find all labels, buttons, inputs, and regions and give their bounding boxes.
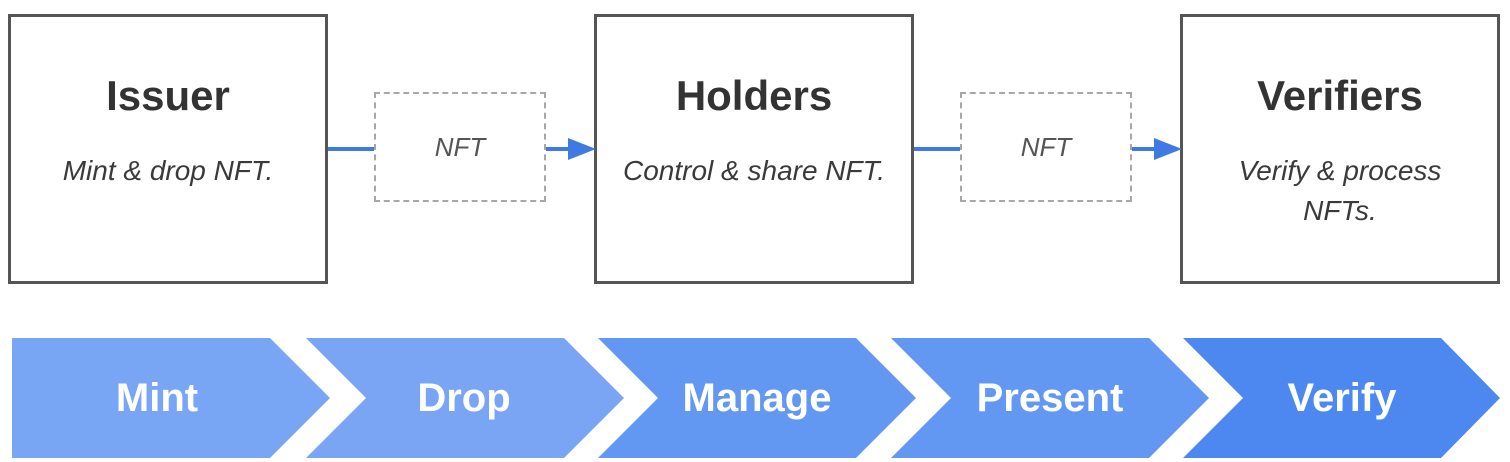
- nft-token-box-1: NFT: [374, 92, 546, 202]
- holders-description: Control & share NFT.: [623, 155, 885, 186]
- connector-line-holders-right: [1132, 147, 1156, 151]
- stage-strip: Mint Drop Manage Present Verify: [0, 336, 1510, 460]
- stage-chevron-present: [891, 338, 1209, 458]
- issuer-title: Issuer: [106, 72, 230, 119]
- stage-chevron-verify: [1183, 338, 1500, 458]
- holders-title: Holders: [675, 72, 833, 119]
- issuer-box: Issuer Mint & drop NFT.: [8, 14, 328, 284]
- connector-line-issuer-left: [328, 147, 376, 151]
- stage-chevron-mint: [12, 338, 330, 458]
- issuer-description: Mint & drop NFT.: [62, 155, 274, 186]
- verifiers-title: Verifiers: [1257, 72, 1423, 119]
- arrow-to-holders-icon: [568, 138, 596, 160]
- stage-chevron-manage: [598, 338, 916, 458]
- arrow-to-verifiers-icon: [1154, 138, 1182, 160]
- stage-label-mint: Mint: [115, 376, 199, 420]
- nft-token-box-2: NFT: [960, 92, 1132, 202]
- connector-line-issuer-right: [546, 147, 570, 151]
- stage-label-drop: Drop: [417, 376, 511, 420]
- stage-label-manage: Manage: [682, 376, 832, 420]
- verifiers-description: Verify & process NFTs.: [1238, 155, 1442, 226]
- connector-line-holders-left: [914, 147, 962, 151]
- stage-chevrons: [12, 338, 1500, 458]
- stage-chevron-drop: [306, 338, 624, 458]
- stage-label-verify: Verify: [1287, 376, 1397, 420]
- verifiers-box: Verifiers Verify & process NFTs.: [1180, 14, 1500, 284]
- holders-box: Holders Control & share NFT.: [594, 14, 914, 284]
- stage-label-present: Present: [976, 376, 1124, 420]
